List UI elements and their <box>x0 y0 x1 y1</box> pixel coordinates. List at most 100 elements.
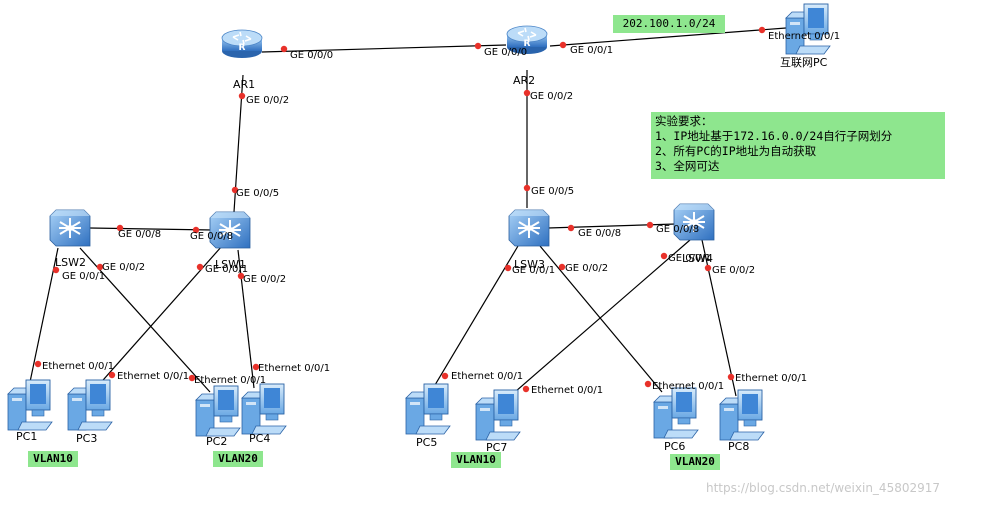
pc-pc5[interactable] <box>405 383 451 435</box>
link-lsw4-pc7 <box>507 239 691 399</box>
link-lsw2-lsw1 <box>89 227 213 231</box>
port-dot <box>116 224 124 232</box>
port-dot <box>523 89 531 97</box>
port-label: GE 0/0/1 <box>570 45 613 56</box>
port-dot <box>108 371 116 379</box>
port-label: Ethernet 0/0/1 <box>194 375 266 386</box>
port-dot <box>192 226 200 234</box>
label-pc4: PC4 <box>249 432 270 445</box>
requirement-item: 1、IP地址基于172.16.0.0/24自行子网划分 <box>655 129 893 143</box>
label-pc5: PC5 <box>416 436 437 449</box>
port-label: GE 0/0/0 <box>484 47 527 58</box>
port-label: GE 0/0/0 <box>290 50 333 61</box>
port-label: Ethernet 0/0/1 <box>258 363 330 374</box>
label-pc6: PC6 <box>664 440 685 453</box>
label-pc1: PC1 <box>16 430 37 443</box>
port-label: GE 0/0/8 <box>118 229 161 240</box>
port-label: GE 0/0/1 <box>205 264 248 275</box>
port-label: GE 0/0/8 <box>656 224 699 235</box>
pc-pc6[interactable] <box>653 387 699 439</box>
pc-internet[interactable] <box>785 3 831 55</box>
port-dot <box>237 272 245 280</box>
label-pc2: PC2 <box>206 435 227 448</box>
port-label: GE 0/0/1 <box>62 271 105 282</box>
port-label: Ethernet 0/0/1 <box>531 385 603 396</box>
port-dot <box>704 264 712 272</box>
pc-pc8[interactable] <box>719 389 765 441</box>
switch-lsw2[interactable] <box>49 209 91 247</box>
port-label: GE 0/0/2 <box>243 274 286 285</box>
port-dot <box>280 45 288 53</box>
requirements-box: 实验要求： 1、IP地址基于172.16.0.0/24自行子网划分 2、所有PC… <box>651 112 945 179</box>
pc-pc7[interactable] <box>475 389 521 441</box>
switch-lsw1[interactable] <box>209 211 251 249</box>
label-pc8: PC8 <box>728 440 749 453</box>
port-dot <box>558 263 566 271</box>
links <box>29 27 787 399</box>
label-lsw4: LSW4 <box>682 252 713 265</box>
port-label: GE 0/0/8 <box>190 231 233 242</box>
port-label: GE 0/0/2 <box>565 263 608 274</box>
port-dot <box>52 266 60 274</box>
router-ar1[interactable] <box>221 29 263 59</box>
switch-lsw3[interactable] <box>508 209 550 247</box>
label-pc7: PC7 <box>486 441 507 454</box>
port-dot <box>567 224 575 232</box>
network-address-label: 202.100.1.0/24 <box>613 15 725 33</box>
port-label: GE 0/0/2 <box>246 95 289 106</box>
label-lsw2: LSW2 <box>55 256 86 269</box>
pc-pc2[interactable] <box>195 385 241 437</box>
vlan-label-right-20: VLAN20 <box>670 454 720 470</box>
pc-pc1[interactable] <box>7 379 53 431</box>
label-lsw3: LSW3 <box>514 258 545 271</box>
port-dot <box>34 360 42 368</box>
link-ar2-internet-pc <box>549 27 787 47</box>
label-internet-pc: 互联网PC <box>780 56 828 69</box>
port-dot <box>660 252 668 260</box>
port-label: GE 0/0/2 <box>712 265 755 276</box>
link-lsw2-pc2 <box>79 247 211 393</box>
port-dot <box>522 385 530 393</box>
port-label: GE 0/0/1 <box>668 253 711 264</box>
port-label: Ethernet 0/0/1 <box>451 371 523 382</box>
port-dot <box>523 184 531 192</box>
watermark-text: https://blog.csdn.net/weixin_45802917 <box>706 481 941 495</box>
port-label: Ethernet 0/0/1 <box>42 361 114 372</box>
port-label: GE 0/0/5 <box>236 188 279 199</box>
pc-pc4[interactable] <box>241 383 287 435</box>
port-label: GE 0/0/2 <box>102 262 145 273</box>
port-dot <box>196 263 204 271</box>
link-lsw3-pc5 <box>431 245 519 391</box>
pc-pc3[interactable] <box>67 379 113 431</box>
port-dot <box>474 42 482 50</box>
port-dot <box>727 373 735 381</box>
label-lsw1: LSW1 <box>215 258 246 271</box>
port-label: GE 0/0/5 <box>531 186 574 197</box>
port-label: GE 0/0/8 <box>578 228 621 239</box>
port-label: GE 0/0/1 <box>512 265 555 276</box>
requirement-item: 2、所有PC的IP地址为自动获取 <box>655 144 817 158</box>
vlan-label-left-20: VLAN20 <box>213 451 263 467</box>
port-dot <box>758 26 766 34</box>
port-label: Ethernet 0/0/1 <box>735 373 807 384</box>
port-label: GE 0/0/2 <box>530 91 573 102</box>
port-dot <box>504 264 512 272</box>
label-ar1: AR1 <box>233 78 255 91</box>
requirement-item: 3、全网可达 <box>655 159 720 173</box>
port-dot <box>231 186 239 194</box>
port-dot <box>559 41 567 49</box>
port-dot <box>646 221 654 229</box>
vlan-label-left-10: VLAN10 <box>28 451 78 467</box>
port-dot <box>188 374 196 382</box>
port-label: Ethernet 0/0/1 <box>652 381 724 392</box>
port-dots <box>34 26 766 393</box>
requirements-title: 实验要求： <box>655 114 713 128</box>
port-dot <box>238 92 246 100</box>
port-dot <box>441 372 449 380</box>
port-label: Ethernet 0/0/1 <box>117 371 189 382</box>
vlan-label-right-10: VLAN10 <box>451 452 501 468</box>
port-dot <box>96 263 104 271</box>
port-label: Ethernet 0/0/1 <box>768 31 840 42</box>
link-ar1-ar2 <box>261 44 507 53</box>
